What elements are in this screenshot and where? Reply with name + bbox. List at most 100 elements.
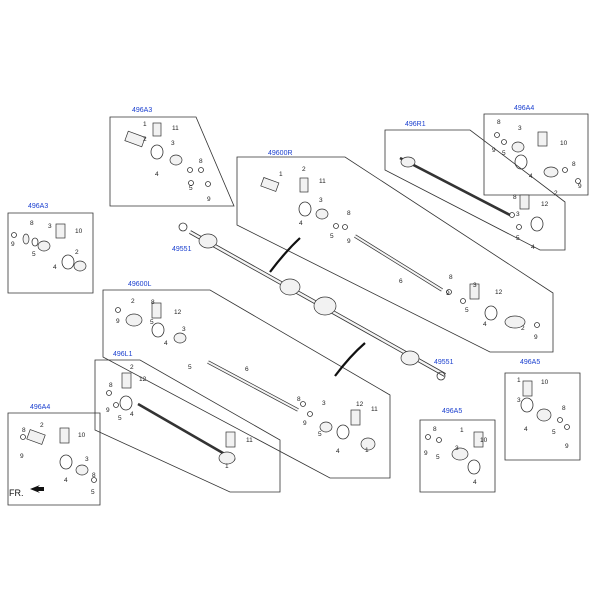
callout-4: 4	[529, 173, 533, 180]
ref-49551-b[interactable]: 49551	[434, 359, 454, 366]
callout-11: 11	[172, 125, 179, 132]
callout-2: 2	[302, 166, 306, 173]
callout-8: 8	[572, 161, 576, 168]
callout-9: 9	[446, 290, 450, 297]
callout-12: 12	[139, 376, 147, 383]
callout-8: 8	[347, 210, 351, 217]
callout-1: 1	[279, 171, 283, 178]
callout-6: 6	[399, 278, 403, 285]
callout-1: 1	[460, 427, 464, 434]
callout-5: 5	[118, 415, 122, 422]
callout-2: 2	[40, 422, 44, 429]
ref-49551-a[interactable]: 49551	[172, 246, 192, 253]
callout-9: 9	[578, 183, 582, 190]
callout-11: 11	[319, 178, 326, 185]
callout-10: 10	[541, 379, 549, 386]
ref-496A3-top[interactable]: 496A3	[132, 107, 152, 114]
callout-12: 12	[541, 201, 549, 208]
callout-3: 3	[182, 326, 186, 333]
callout-2: 2	[521, 325, 525, 332]
group-box-496R1	[384, 129, 566, 251]
callout-10: 10	[78, 432, 86, 439]
callout-1: 1	[143, 121, 147, 128]
ref-49600L[interactable]: 49600L	[128, 281, 151, 288]
group-box-496A4-top	[483, 113, 589, 196]
shaft-6-lower	[207, 360, 299, 412]
ref-496A5-bottom[interactable]: 496A5	[442, 408, 462, 415]
callout-3: 3	[319, 197, 323, 204]
callout-3: 3	[48, 223, 52, 230]
callout-12: 12	[356, 401, 364, 408]
callout-5: 5	[189, 185, 193, 192]
callout-1: 1	[365, 447, 369, 454]
ref-496A5-right[interactable]: 496A5	[520, 359, 540, 366]
callout-8: 8	[513, 194, 517, 201]
callout-3: 3	[517, 397, 521, 404]
ref-496R1[interactable]: 496R1	[405, 121, 426, 128]
callout-4: 4	[531, 244, 535, 251]
ref-49600R[interactable]: 49600R	[268, 150, 293, 157]
ref-496A3-left[interactable]: 496A3	[28, 203, 48, 210]
callout-1: 1	[225, 463, 229, 470]
callout-4: 4	[299, 220, 303, 227]
callout-2: 2	[554, 190, 558, 197]
fr-label: FR.	[9, 488, 24, 498]
outer-joint-left	[400, 350, 420, 366]
callout-2: 2	[131, 298, 135, 305]
group-box-496A5-right	[504, 372, 581, 461]
callout-1: 1	[517, 377, 521, 384]
callout-5: 5	[502, 150, 506, 157]
callout-9: 9	[303, 420, 307, 427]
callout-2: 2	[75, 249, 79, 256]
callout-8: 8	[30, 220, 34, 227]
callout-5: 5	[465, 307, 469, 314]
callout-11: 11	[246, 437, 253, 444]
callout-3: 3	[171, 140, 175, 147]
group-box-496A5-bottom	[419, 419, 496, 493]
callout-8: 8	[562, 405, 566, 412]
callout-5: 5	[516, 235, 520, 242]
boot-right	[279, 278, 301, 296]
callout-11: 11	[371, 406, 378, 413]
callout-5: 5	[318, 431, 322, 438]
components-496A5-bottom	[425, 431, 484, 475]
callout-9: 9	[492, 147, 496, 154]
callout-9: 9	[20, 453, 24, 460]
nut-49551-b	[436, 371, 446, 381]
callout-9: 9	[565, 443, 569, 450]
callout-3: 3	[455, 445, 459, 452]
components-496A3-left	[11, 223, 87, 272]
components-496L1	[106, 372, 236, 448]
callout-3: 3	[322, 400, 326, 407]
callout-8: 8	[449, 274, 453, 281]
callout-3: 3	[518, 125, 522, 132]
callout-9: 9	[424, 450, 428, 457]
ref-496A4-bottom[interactable]: 496A4	[30, 404, 50, 411]
group-box-496A4-bottom	[7, 412, 101, 506]
group-box-496A3-top	[109, 116, 235, 207]
callout-3: 3	[473, 282, 477, 289]
callout-12: 12	[495, 289, 503, 296]
components-496A4-bottom	[20, 427, 97, 483]
callout-4: 4	[164, 340, 168, 347]
callout-3: 3	[85, 456, 89, 463]
components-496A4-top	[494, 131, 581, 184]
components-496A3-top	[124, 122, 211, 187]
callout-12: 12	[174, 309, 182, 316]
callout-8: 8	[92, 472, 96, 479]
callout-4: 4	[336, 448, 340, 455]
callout-2: 2	[130, 364, 134, 371]
components-49600R	[260, 177, 540, 329]
ref-496L1[interactable]: 496L1	[113, 351, 133, 358]
front-arrow-icon	[30, 485, 44, 493]
callout-5: 5	[436, 454, 440, 461]
components-49600L	[115, 302, 376, 451]
callout-3: 3	[516, 211, 520, 218]
callout-4: 4	[53, 264, 57, 271]
ref-496A4-top[interactable]: 496A4	[514, 105, 534, 112]
inner-joint-left	[313, 296, 337, 316]
callout-4: 4	[64, 477, 68, 484]
callout-9: 9	[207, 196, 211, 203]
callout-4: 4	[473, 479, 477, 486]
